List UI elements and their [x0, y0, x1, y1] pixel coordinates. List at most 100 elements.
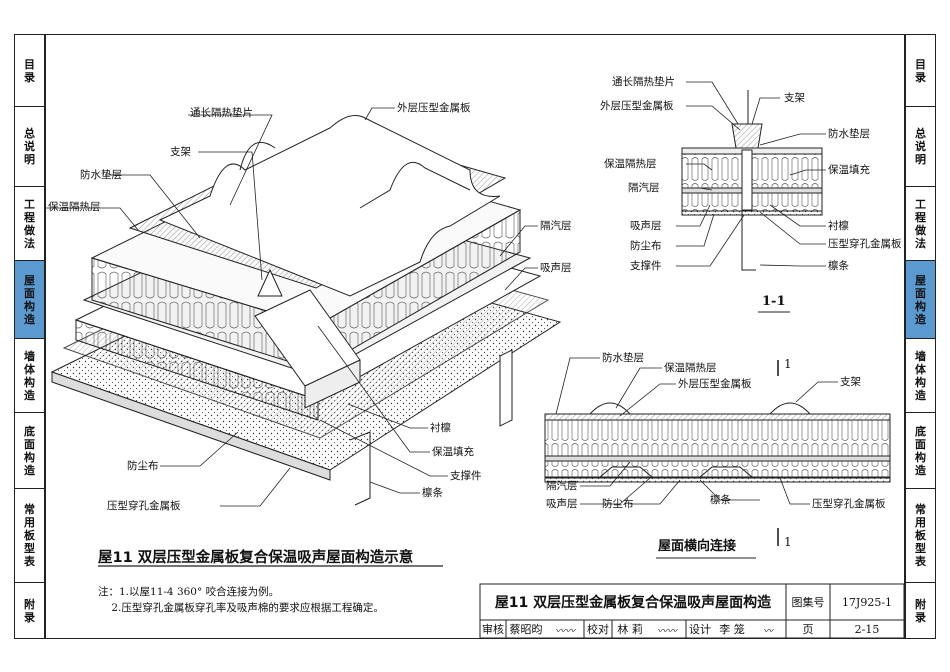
- section-label-linjiao: 檩条: [828, 260, 849, 272]
- transverse-label-waiceng: 外层压型金属板: [678, 378, 752, 390]
- notes: 注：1.以屋11-4 360° 咬合连接为例。 2.压型穿孔金属板穿孔率及吸声棉…: [98, 586, 384, 614]
- left-tab-separator: [15, 106, 44, 107]
- transverse-label-geqi: 隔汽层: [546, 480, 578, 492]
- right-tab-6[interactable]: 常 用 板 型 表: [915, 503, 926, 568]
- left-tab-3[interactable]: 屋 面 构 造: [15, 261, 44, 338]
- cut-mark-bottom: 1: [784, 535, 792, 549]
- frame-right-outer: [935, 34, 936, 639]
- frame-bottom: [14, 638, 936, 639]
- right-tab-3[interactable]: 屋 面 构 造: [906, 261, 935, 338]
- page-no: 2-15: [854, 622, 880, 636]
- left-tab-separator: [15, 186, 44, 187]
- left-tab-5[interactable]: 底 面 构 造: [24, 424, 35, 477]
- iso-label-yaxing: 压型穿孔金属板: [107, 500, 181, 512]
- section-label-baowen: 保温隔热层: [604, 158, 657, 170]
- transverse-label-yaxing: 压型穿孔金属板: [812, 498, 886, 510]
- transverse-label-linjiao: 檩条: [710, 494, 731, 506]
- design-label: 设计: [689, 623, 711, 636]
- transverse-label-xisheng: 吸声层: [546, 498, 578, 510]
- left-tab-7[interactable]: 附 录: [24, 597, 35, 624]
- left-tab-separator: [15, 338, 44, 339]
- iso-label-xisheng: 吸声层: [540, 262, 572, 274]
- section-label-waiceng: 外层压型金属板: [600, 100, 674, 112]
- right-tab-separator: [906, 186, 935, 187]
- iso-label-zhijia: 支架: [170, 146, 191, 158]
- proofer-signature: 〰〰: [657, 625, 677, 637]
- right-tab-separator: [906, 338, 935, 339]
- right-tab-0[interactable]: 目 录: [915, 57, 926, 84]
- section-label-zhichengjian: 支撑件: [630, 260, 662, 272]
- iso-label-chenlin: 衬檩: [430, 422, 451, 434]
- iso-label-baowentianchong: 保温填充: [432, 446, 474, 458]
- right-tab-separator: [906, 582, 935, 583]
- left-tab-separator: [15, 582, 44, 583]
- left-tab-separator: [15, 488, 44, 489]
- frame-left-outer: [14, 34, 15, 639]
- transverse-label-zhijia: 支架: [840, 376, 861, 388]
- right-tab-2[interactable]: 工 程 做 法: [915, 197, 926, 250]
- cut-mark-top: 1: [784, 357, 792, 371]
- left-tab-1[interactable]: 总 说 明: [24, 127, 35, 166]
- right-tab-separator: [906, 260, 935, 261]
- transverse-connection: [544, 360, 891, 546]
- frame-left-inner: [44, 34, 46, 639]
- transverse-label-fangchenbu: 防尘布: [602, 498, 634, 510]
- reviewer-signature: 〰〰: [555, 625, 575, 637]
- section-label-fangchenbu: 防尘布: [630, 240, 662, 252]
- left-tab-4[interactable]: 墙 体 构 造: [24, 349, 35, 402]
- bracket: [257, 268, 283, 297]
- iso-label-geqi: 隔汽层: [540, 220, 572, 232]
- reviewer: 蔡昭昀: [509, 623, 543, 636]
- section-label-xisheng: 吸声层: [630, 220, 662, 232]
- transverse-label-fangshui: 防水垫层: [602, 352, 644, 364]
- iso-leaders: [45, 107, 538, 507]
- designer-signature: 〰: [763, 625, 773, 637]
- title-block-title: 屋11 双层压型金属板复合保温吸声屋面构造: [494, 595, 772, 611]
- transverse-title: 屋面横向连接: [658, 539, 737, 554]
- atlas-label: 图集号: [791, 596, 825, 609]
- section-label-chenlin: 衬檩: [828, 220, 849, 232]
- iso-label-linjiao: 檩条: [422, 487, 443, 499]
- left-tab-0[interactable]: 目 录: [24, 57, 35, 84]
- section-name: 1-1: [762, 294, 786, 309]
- designer: 李 笼: [719, 623, 745, 636]
- iso-label-waiceng: 外层压型金属板: [397, 102, 471, 114]
- outer-metal-sheet: [158, 115, 501, 297]
- left-tab-separator: [15, 260, 44, 261]
- iso-label-baowen: 保温隔热层: [48, 201, 101, 213]
- iso-label-zhichengjian: 支撑件: [450, 470, 482, 482]
- main-title: 屋11 双层压型金属板复合保温吸声屋面构造示意: [98, 550, 414, 566]
- purlin: [499, 349, 513, 427]
- right-tab-separator: [906, 488, 935, 489]
- right-tab-separator: [906, 412, 935, 413]
- iso-label-fangchenbu: 防尘布: [127, 460, 159, 472]
- frame-right-inner: [904, 34, 906, 639]
- isometric-roof-drawing: [50, 115, 562, 506]
- right-tab-4[interactable]: 墙 体 构 造: [915, 349, 926, 402]
- left-tab-separator: [15, 412, 44, 413]
- section-label-yaxing: 压型穿孔金属板: [828, 238, 902, 250]
- section-label-baowentianchong: 保温填充: [828, 164, 870, 176]
- right-tab-7[interactable]: 附 录: [915, 597, 926, 624]
- iso-label-fangshui: 防水垫层: [80, 169, 122, 181]
- transverse-label-baowen: 保温隔热层: [664, 362, 717, 374]
- page-label: 页: [802, 623, 814, 636]
- iso-label-tongchang: 通长隔热垫片: [190, 107, 253, 119]
- section-label-fangshui: 防水垫层: [828, 128, 870, 140]
- right-tab-1[interactable]: 总 说 明: [915, 127, 926, 166]
- section-leaders: [676, 81, 826, 267]
- right-tab-5[interactable]: 底 面 构 造: [915, 424, 926, 477]
- review-label: 审核: [482, 623, 504, 636]
- left-tab-6[interactable]: 常 用 板 型 表: [24, 503, 35, 568]
- frame-top: [14, 34, 936, 35]
- title-block-grid: [479, 583, 905, 639]
- left-tab-2[interactable]: 工 程 做 法: [24, 197, 35, 250]
- section-label-tongchang: 通长隔热垫片: [612, 76, 675, 88]
- right-tab-separator: [906, 106, 935, 107]
- section-1-1: [681, 90, 823, 271]
- section-label-geqi: 隔汽层: [628, 182, 660, 194]
- proof-label: 校对: [587, 623, 609, 636]
- atlas-no: 17J925-1: [841, 595, 893, 609]
- proofer: 林 莉: [617, 623, 643, 636]
